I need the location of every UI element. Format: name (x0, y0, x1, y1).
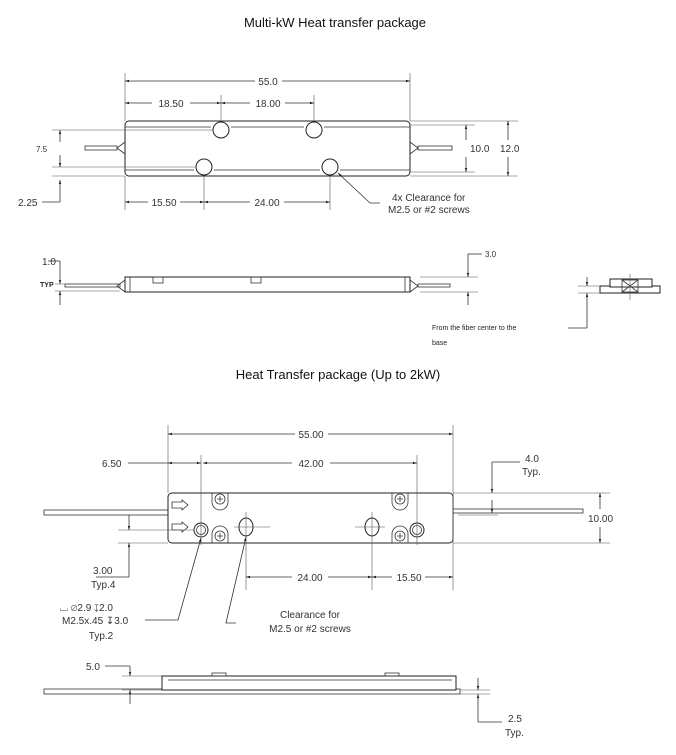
dim-overall-width: 12.0 (500, 144, 520, 155)
screw-icon (211, 493, 409, 543)
arrow-marking-icon (171, 499, 189, 511)
dim-width: 10.00 (588, 514, 613, 525)
dim-hole-offset-top: 18.50 (158, 99, 183, 110)
dim-height: 3.0 (485, 250, 497, 259)
dim-edge-offset: 6.50 (102, 459, 122, 470)
title-up-to-2kw: Heat Transfer package (Up to 2kW) (236, 367, 440, 382)
dim-fiber-height: 4.0 (525, 454, 539, 465)
fiber-left (43, 509, 169, 516)
clearance-hole (212, 121, 230, 139)
fiber-center-note-line2: base (432, 340, 447, 347)
up-to-2kw-top-view: 55.00 6.50 42.00 10.00 4.0 Typ. 3.00 Typ… (43, 425, 613, 642)
clearance-hole (195, 158, 213, 176)
dim-tapped-edge-offset: 3.00 (93, 566, 113, 577)
multi-kw-side-view: 1.0 TYP 3.0 From the fiber center to the… (40, 250, 661, 347)
dim-hole-row-spacing: 7.5 (36, 145, 48, 154)
up-to-2kw-side-view: 5.0 2.5 Typ. (43, 662, 524, 739)
clearance-hole (321, 158, 339, 176)
tapped-callout-line3: Typ.2 (89, 631, 114, 642)
package-body (124, 120, 411, 177)
dim-height: 5.0 (86, 662, 100, 673)
dim-fiber-note: TYP (40, 282, 54, 289)
dim-fiber: 1.0 (42, 257, 56, 268)
dim-inner-width: 10.0 (470, 144, 490, 155)
multi-kw-top-view: 55.0 18.50 18.00 15.50 24.00 10.0 12.0 7… (18, 73, 520, 216)
tapped-callout-line1: ⌴ ⌀2.9 ↧2.0 (60, 603, 113, 614)
clearance-hole (305, 121, 323, 139)
fiber-center-note-line1: From the fiber center to the (432, 325, 517, 332)
dim-hole-spacing-bottom: 24.00 (254, 198, 279, 209)
dim-hole-spacing-top: 18.00 (255, 99, 280, 110)
dim-tapped-spacing: 42.00 (298, 459, 323, 470)
dim-overall-length: 55.00 (298, 430, 323, 441)
fiber-right (417, 145, 453, 151)
dim-tapped-edge-offset-note: Typ.4 (91, 580, 116, 591)
package-body (167, 492, 454, 544)
fiber-left (84, 145, 118, 151)
dim-hole-edge-offset: 2.25 (18, 198, 38, 209)
dim-fiber-height-note: Typ. (522, 467, 541, 478)
dim-overall-length: 55.0 (258, 77, 278, 88)
clearance-note-line1: 4x Clearance for (392, 193, 466, 204)
dim-clearance-edge-offset: 15.50 (396, 573, 421, 584)
dim-base-note: Typ. (505, 728, 524, 739)
title-multi-kw: Multi-kW Heat transfer package (244, 15, 426, 30)
dim-base: 2.5 (508, 714, 522, 725)
end-view (599, 274, 661, 300)
dim-hole-offset-bottom: 15.50 (151, 198, 176, 209)
clearance-note-line2: M2.5 or #2 screws (269, 624, 351, 635)
fiber-right (452, 508, 584, 514)
clearance-note-line2: M2.5 or #2 screws (388, 205, 470, 216)
dim-clearance-spacing: 24.00 (297, 573, 322, 584)
clearance-note-line1: Clearance for (280, 610, 341, 621)
tapped-callout-line2: M2.5x.45 ↧3.0 (62, 616, 129, 627)
